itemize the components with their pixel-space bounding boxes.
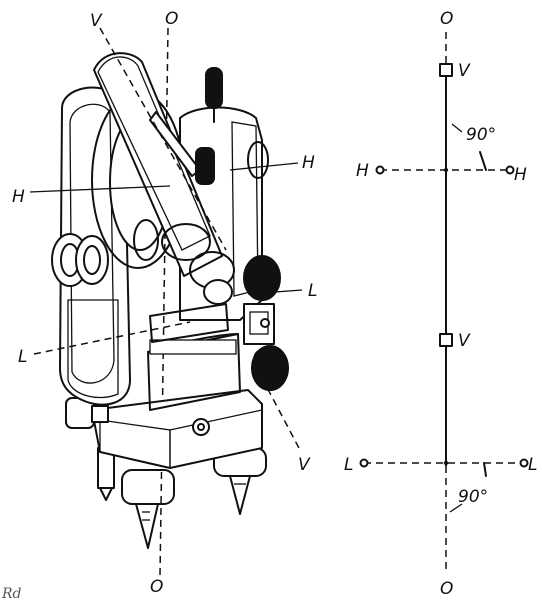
label-o-top: O bbox=[165, 9, 178, 29]
schematic-label-l-right: L bbox=[528, 455, 537, 475]
theodolite-illustration: O V H H L L V O Rd bbox=[1, 9, 317, 602]
schematic-label-v-top: V bbox=[458, 61, 471, 81]
label-l-left: L bbox=[18, 347, 27, 367]
label-v-top: V bbox=[90, 11, 103, 31]
horizontal-circle-housing bbox=[147, 333, 241, 411]
right-angle-mark-top bbox=[479, 151, 487, 171]
label-l-right: L bbox=[308, 281, 317, 301]
v-marker-top bbox=[439, 63, 453, 77]
l-axis-leader-right bbox=[247, 289, 303, 295]
h-axis-leader-right bbox=[229, 162, 299, 171]
v-axis-leader-top bbox=[99, 27, 227, 251]
v-marker-mid bbox=[439, 333, 453, 347]
angle-leader-bottom bbox=[449, 503, 463, 513]
plate-level bbox=[149, 303, 229, 343]
label-h-left: H bbox=[12, 187, 25, 207]
signature: Rd bbox=[1, 586, 22, 602]
h-endpoint-left bbox=[375, 165, 385, 175]
foot-screws bbox=[97, 447, 267, 549]
l-axis-leader-left bbox=[33, 321, 191, 355]
schematic-label-h-left: H bbox=[356, 161, 369, 181]
schematic-label-h-right: H bbox=[514, 165, 527, 185]
h-axis-leader-left bbox=[29, 185, 171, 193]
schematic-label-90-bottom: 90° bbox=[458, 487, 488, 507]
tangent-knobs bbox=[243, 255, 289, 391]
schematic-label-90-top: 90° bbox=[466, 125, 496, 145]
label-o-bottom: O bbox=[150, 577, 163, 597]
label-v-bottom: V bbox=[298, 455, 311, 475]
h-intersection bbox=[444, 168, 448, 172]
l-intersection bbox=[443, 460, 449, 466]
v-axis-leader-bottom bbox=[261, 377, 301, 451]
label-h-right: H bbox=[302, 153, 315, 173]
axes-schematic: O V 90° H H V L L 90° O bbox=[344, 9, 537, 599]
schematic-label-l-left: L bbox=[344, 455, 353, 475]
schematic-label-v-mid: V bbox=[458, 331, 471, 351]
telescope bbox=[93, 52, 235, 305]
h-endpoint-right bbox=[505, 165, 515, 175]
angle-leader-top bbox=[451, 123, 463, 133]
l-endpoint-right bbox=[519, 458, 529, 468]
schematic-label-o-top: O bbox=[440, 9, 453, 29]
schematic-label-o-bottom: O bbox=[440, 579, 453, 599]
right-angle-mark-bottom bbox=[483, 462, 487, 477]
l-endpoint-left bbox=[359, 458, 369, 468]
